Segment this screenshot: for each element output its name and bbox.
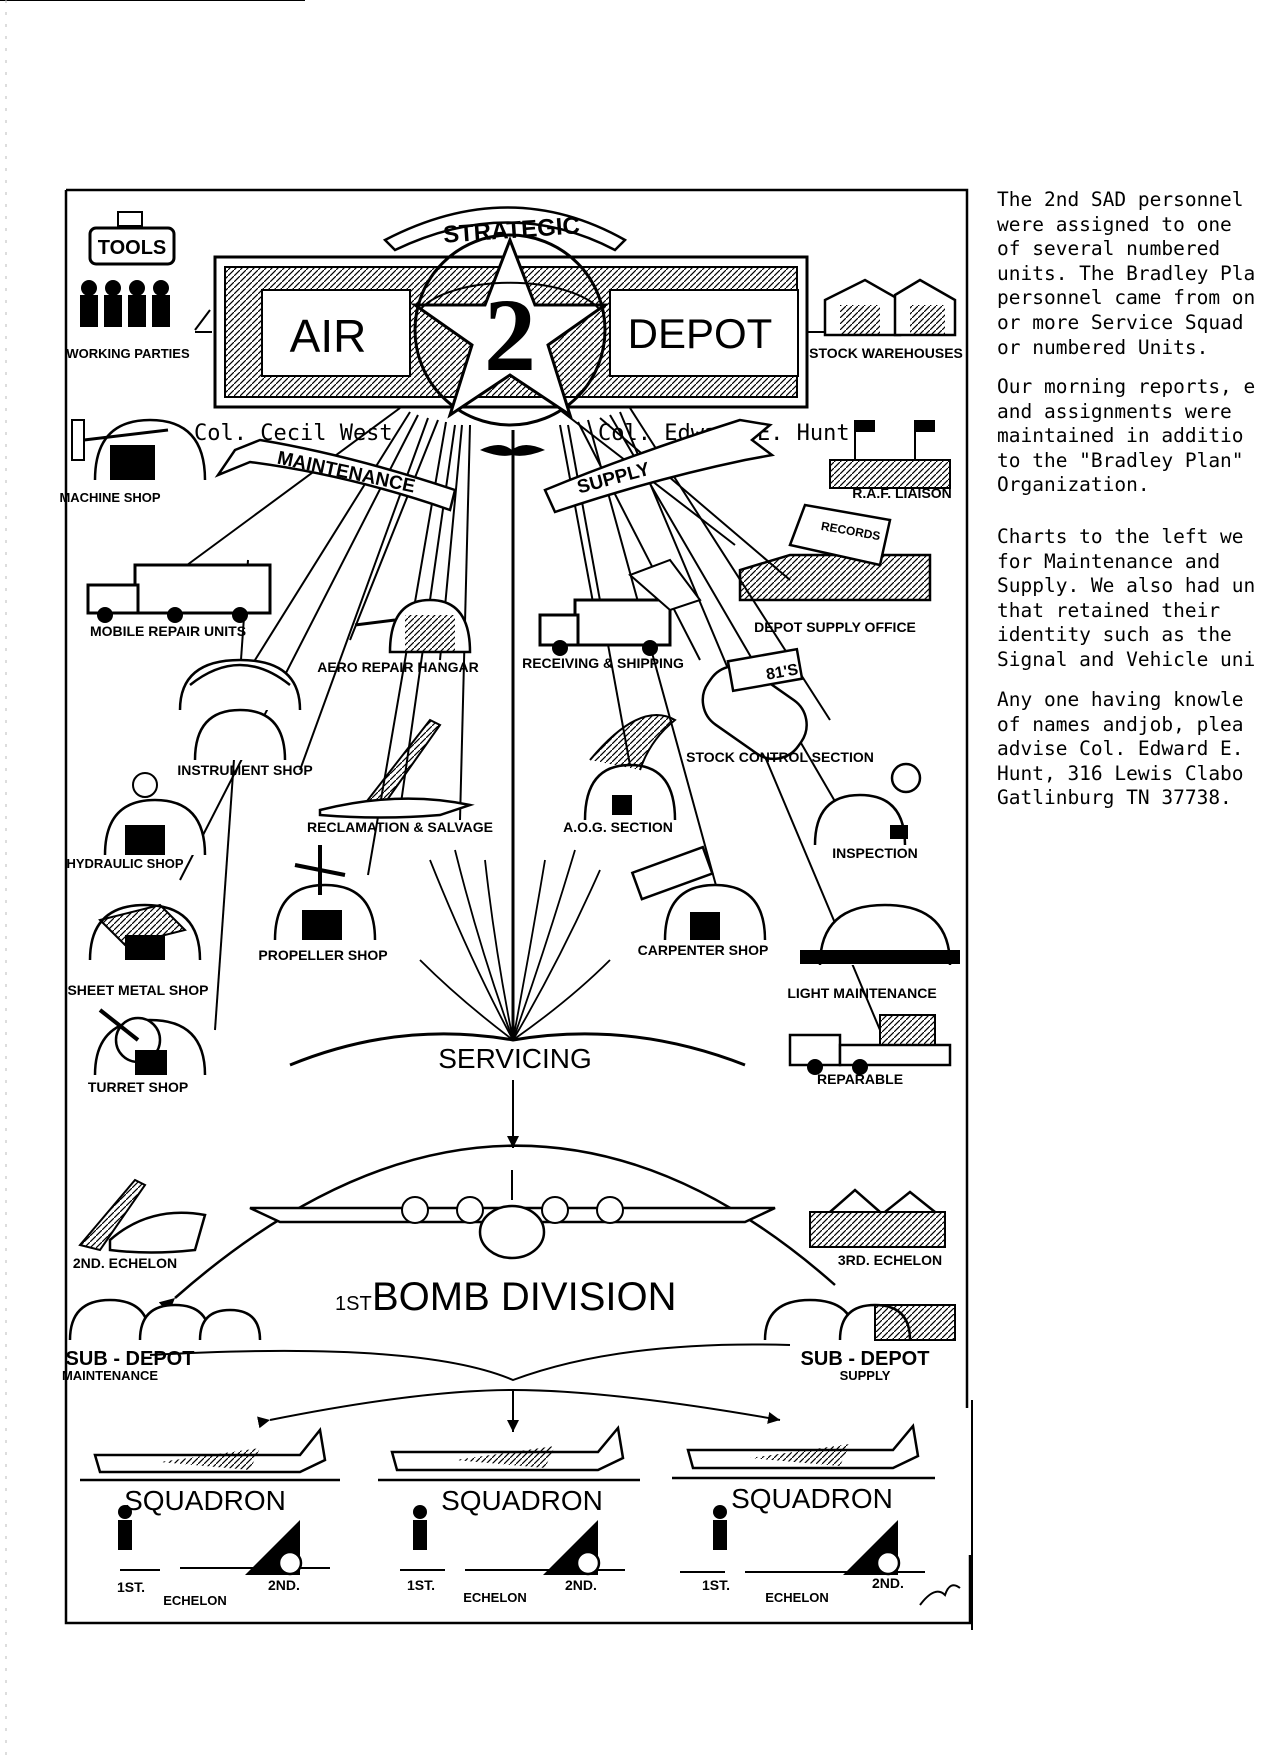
aog-section-label: A.O.G. SECTION	[563, 819, 673, 835]
sub-depot-maintenance-sub: MAINTENANCE	[62, 1368, 158, 1383]
stock-control-section-icon	[701, 647, 808, 761]
propeller-shop-label: PROPELLER SHOP	[258, 947, 387, 963]
supply-banner	[543, 418, 776, 514]
turret-shop-icon	[93, 1008, 207, 1076]
artist-signature	[919, 1584, 961, 1606]
squadron-1-name: SQUADRON	[124, 1485, 286, 1516]
squadron-2-name: SQUADRON	[441, 1485, 603, 1516]
squadron-connectors	[149, 1343, 791, 1432]
squadron-3-first-echelon: 1ST.	[702, 1577, 730, 1593]
light-maintenance-icon	[800, 903, 960, 966]
side-note-charts: Charts to the left we for Maintenance an…	[997, 525, 1256, 671]
reparable-icon	[788, 1014, 952, 1075]
depot-number: 2	[484, 278, 536, 393]
side-note-assignment: The 2nd SAD personnel were assigned to o…	[997, 188, 1256, 359]
maintenance-banner-label: MAINTENANCE	[275, 448, 417, 498]
reclamation-salvage-icon	[318, 718, 475, 819]
raf-liaison-label: R.A.F. LIAISON	[852, 485, 952, 501]
stock-warehouses-icon	[823, 278, 957, 337]
squadron-3-second-echelon: 2ND.	[872, 1575, 904, 1591]
squadron-3	[672, 1423, 935, 1576]
carpenter-shop-icon	[630, 845, 767, 941]
mobile-repair-label: MOBILE REPAIR UNITS	[90, 623, 246, 639]
second-echelon-label: 2ND. ECHELON	[73, 1255, 177, 1271]
maintenance-officer: Col. Cecil West	[194, 421, 393, 446]
sub-depot-supply-icon	[763, 1298, 956, 1341]
star-icon	[410, 235, 610, 419]
aero-repair-hangar-icon	[354, 598, 472, 654]
carpenter-shop-label: CARPENTER SHOP	[638, 942, 769, 958]
squadron-2-first-echelon: 1ST.	[407, 1577, 435, 1593]
hydraulic-shop-label: HYDRAULIC SHOP	[66, 856, 183, 871]
tools-icon	[88, 211, 176, 266]
squadron-2-second-echelon: 2ND.	[565, 1577, 597, 1593]
raf-liaison-icon	[829, 420, 951, 489]
reclamation-salvage-label: RECLAMATION & SALVAGE	[307, 819, 493, 835]
sub-depot-supply-sub: SUPPLY	[840, 1368, 891, 1383]
division-prefix: 1ST	[335, 1293, 372, 1315]
squadron-3-echelon: ECHELON	[765, 1590, 829, 1605]
bomber-icon	[249, 1170, 776, 1260]
squadron-1-echelon: ECHELON	[163, 1593, 227, 1608]
sheet-metal-shop-label: SHEET METAL SHOP	[67, 982, 208, 998]
instrument-shop-label: INSTRUMENT SHOP	[177, 762, 312, 778]
light-maintenance-label: LIGHT MAINTENANCE	[787, 985, 936, 1001]
instrument-shop-icon	[178, 658, 302, 761]
sub-depot-maintenance-label: SUB - DEPOT	[66, 1348, 195, 1370]
working-parties-icon	[80, 280, 170, 327]
squadron-1-second-echelon: 2ND.	[268, 1577, 300, 1593]
chart-frame	[64, 188, 972, 1625]
third-echelon-label: 3RD. ECHELON	[838, 1252, 942, 1268]
depot-label: DEPOT	[628, 310, 773, 357]
depot-supply-office-icon	[738, 503, 932, 602]
turret-shop-label: TURRET SHOP	[88, 1079, 188, 1095]
side-note-contact: Any one having knowle of names andjob, p…	[997, 688, 1244, 810]
strategic-banner	[382, 206, 628, 252]
squadron-1-first-echelon: 1ST.	[117, 1579, 145, 1595]
servicing-fan	[289, 849, 746, 1067]
sheet-metal-shop-icon	[88, 903, 202, 961]
inspection-icon	[813, 762, 922, 846]
working-parties-label: WORKING PARTIES	[66, 346, 190, 361]
reparable-label: REPARABLE	[817, 1071, 903, 1087]
hydraulic-shop-icon	[103, 772, 207, 856]
squadron-2-echelon: ECHELON	[463, 1590, 527, 1605]
stock-control-section-label: STOCK CONTROL SECTION	[686, 749, 874, 765]
air-depot-header	[213, 233, 809, 427]
servicing-label: SERVICING	[438, 1043, 592, 1074]
second-echelon-icon	[78, 1178, 207, 1254]
division-name: BOMB DIVISION	[372, 1275, 677, 1319]
third-echelon-icon	[809, 1188, 946, 1248]
machine-shop-label: MACHINE SHOP	[59, 490, 160, 505]
mobile-repair-icon	[86, 563, 272, 623]
machine-shop-icon	[71, 418, 207, 481]
squadron-3-name: SQUADRON	[731, 1483, 893, 1514]
side-note-reports: Our morning reports, e and assignments w…	[997, 375, 1256, 497]
air-label: AIR	[290, 310, 367, 362]
sub-depot-maintenance-icon	[68, 1298, 262, 1341]
depot-supply-office-label: DEPOT SUPPLY OFFICE	[754, 619, 916, 635]
inspection-label: INSPECTION	[832, 845, 918, 861]
squadron-1	[80, 1427, 340, 1576]
wings-icon	[480, 445, 545, 456]
aog-section-icon	[583, 714, 677, 821]
receiving-shipping-label: RECEIVING & SHIPPING	[522, 655, 684, 671]
receiving-shipping-icon	[538, 558, 702, 656]
maintenance-banner	[214, 438, 457, 512]
propeller-shop-icon	[273, 845, 377, 941]
eighty-ones-label: 81'S	[765, 661, 800, 683]
tools-label: TOOLS	[98, 237, 167, 259]
squadron-2	[378, 1425, 640, 1576]
sub-depot-supply-label: SUB - DEPOT	[801, 1348, 930, 1370]
aero-repair-hangar-label: AERO REPAIR HANGAR	[317, 659, 479, 675]
stock-warehouses-label: STOCK WAREHOUSES	[809, 345, 963, 361]
